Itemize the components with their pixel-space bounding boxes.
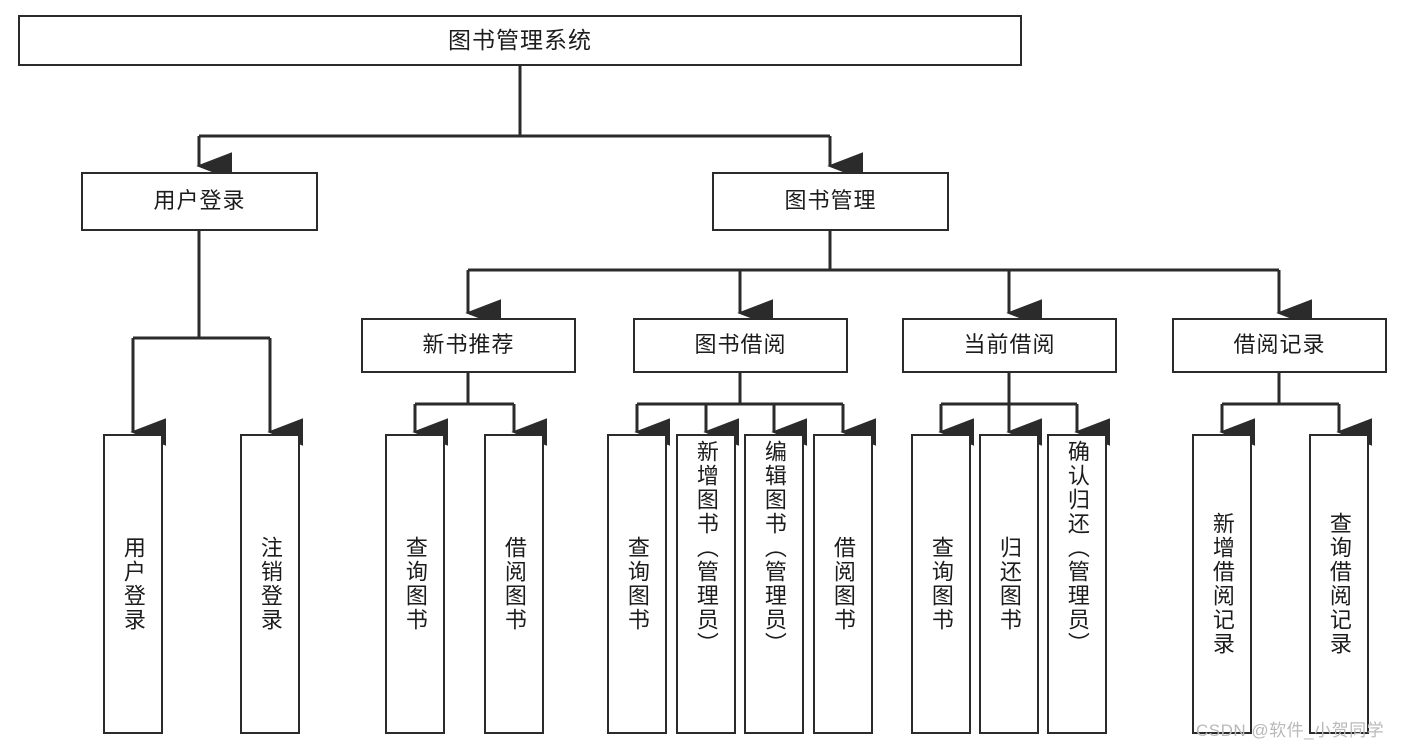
csdn-watermark: CSDN @软件_小贺同学 bbox=[1196, 721, 1385, 740]
leaf-edit-book-admin[interactable]: 编辑图书（管理员） bbox=[744, 434, 804, 734]
node-book-borrow[interactable]: 图书借阅 bbox=[633, 318, 848, 373]
leaf-logout[interactable]: 注销登录 bbox=[240, 434, 300, 734]
node-book-management[interactable]: 图书管理 bbox=[712, 172, 949, 231]
leaf-confirm-return-admin[interactable]: 确认归还（管理员） bbox=[1047, 434, 1107, 734]
node-borrow-record[interactable]: 借阅记录 bbox=[1172, 318, 1387, 373]
leaf-query-book-borrow[interactable]: 查询图书 bbox=[607, 434, 667, 734]
node-user-login[interactable]: 用户登录 bbox=[81, 172, 318, 231]
leaf-query-book-current[interactable]: 查询图书 bbox=[911, 434, 971, 734]
node-new-book-recommend[interactable]: 新书推荐 bbox=[361, 318, 576, 373]
node-current-borrow[interactable]: 当前借阅 bbox=[902, 318, 1117, 373]
leaf-user-login[interactable]: 用户登录 bbox=[103, 434, 163, 734]
leaf-query-book-newbook[interactable]: 查询图书 bbox=[385, 434, 445, 734]
node-root-system[interactable]: 图书管理系统 bbox=[18, 15, 1022, 66]
leaf-borrow-book[interactable]: 借阅图书 bbox=[813, 434, 873, 734]
leaf-add-borrow-record[interactable]: 新增借阅记录 bbox=[1192, 434, 1252, 734]
leaf-return-book[interactable]: 归还图书 bbox=[979, 434, 1039, 734]
leaf-query-borrow-record[interactable]: 查询借阅记录 bbox=[1309, 434, 1369, 734]
leaf-borrow-book-newbook[interactable]: 借阅图书 bbox=[484, 434, 544, 734]
leaf-add-book-admin[interactable]: 新增图书（管理员） bbox=[676, 434, 736, 734]
